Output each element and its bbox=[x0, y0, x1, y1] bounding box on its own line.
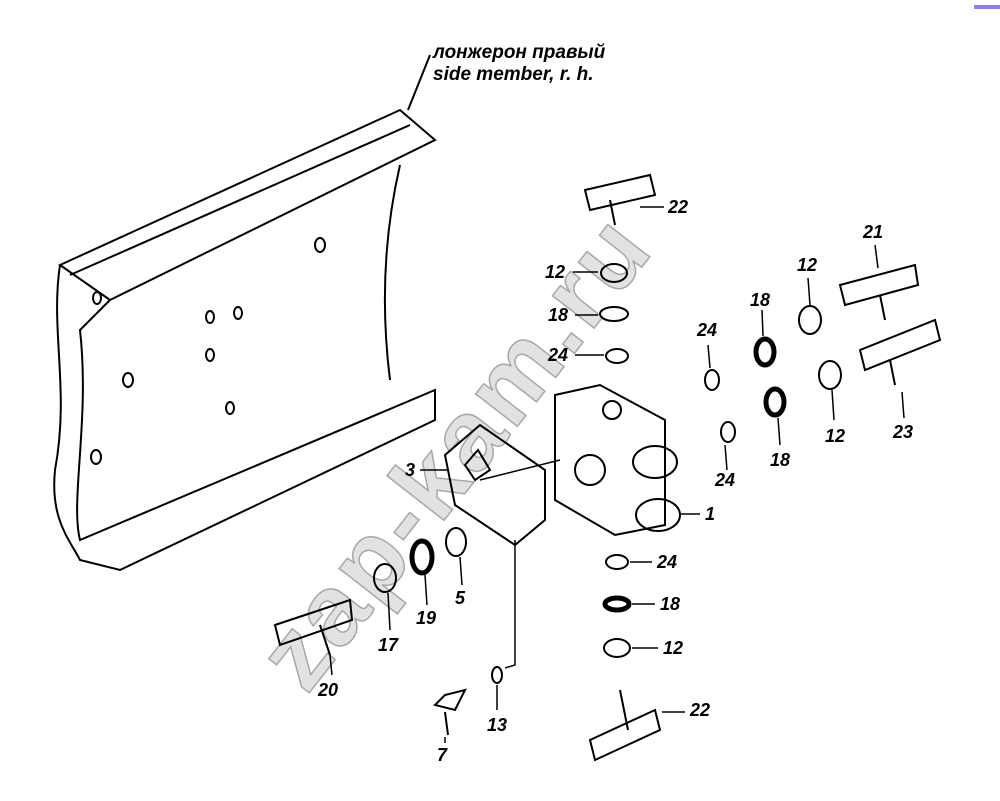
corner-mark bbox=[974, 5, 1000, 9]
callout-24: 24 bbox=[715, 470, 736, 490]
small-parts bbox=[373, 263, 842, 736]
leader-lines bbox=[329, 206, 905, 743]
side-member-label: лонжерон правый side member, r. h. bbox=[433, 42, 605, 86]
bracket-boss bbox=[463, 448, 492, 482]
callout-22: 22 bbox=[690, 700, 711, 720]
callout-24: 24 bbox=[548, 345, 569, 365]
side-member bbox=[53, 54, 437, 572]
callout-24: 24 bbox=[657, 552, 678, 572]
tee-fittings bbox=[273, 173, 942, 762]
bracket bbox=[443, 423, 546, 547]
callout-17: 17 bbox=[378, 635, 399, 655]
callout-12: 12 bbox=[545, 262, 566, 282]
callout-13: 13 bbox=[487, 715, 508, 735]
callout-5: 5 bbox=[455, 588, 466, 608]
callout-23: 23 bbox=[893, 422, 914, 442]
callout-24: 24 bbox=[697, 320, 718, 340]
callout-20: 20 bbox=[318, 680, 339, 700]
callout-12: 12 bbox=[797, 255, 818, 275]
callout-18: 18 bbox=[548, 305, 569, 325]
callout-21: 21 bbox=[863, 222, 884, 242]
callout-12: 12 bbox=[663, 638, 684, 658]
callout-22: 22 bbox=[668, 197, 689, 217]
callout-18: 18 bbox=[660, 594, 681, 614]
callout-3: 3 bbox=[405, 460, 416, 480]
callout-18: 18 bbox=[770, 450, 791, 470]
callout-1: 1 bbox=[705, 504, 716, 524]
title-ru: лонжерон правый bbox=[433, 42, 606, 63]
callout-19: 19 bbox=[416, 608, 437, 628]
valve-body bbox=[554, 383, 681, 537]
callout-12: 12 bbox=[825, 426, 846, 446]
callout-7: 7 bbox=[437, 745, 448, 765]
title-en: side member, r. h. bbox=[433, 64, 594, 85]
callout-18: 18 bbox=[750, 290, 771, 310]
